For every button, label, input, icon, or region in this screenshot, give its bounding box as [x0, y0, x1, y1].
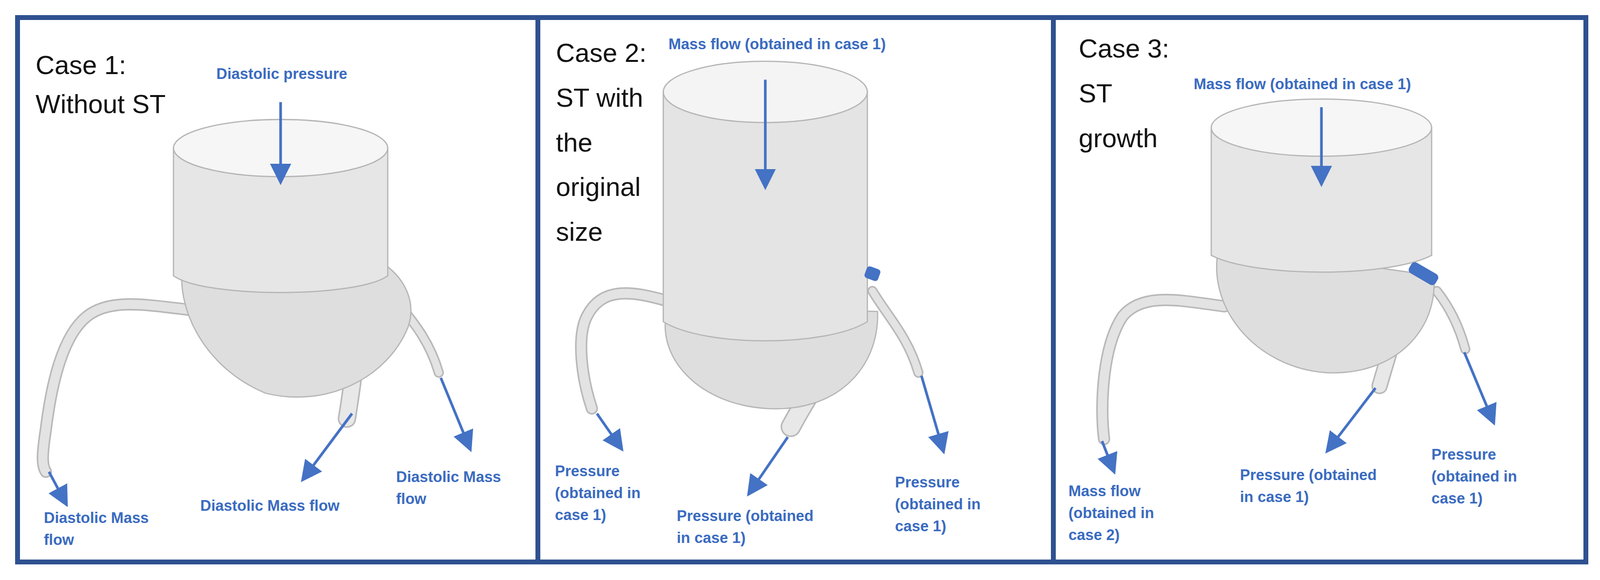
aortic-model	[42, 119, 439, 472]
boundary-label: Diastolic pressure	[216, 63, 348, 86]
case-panel: Case 2: ST with the original size	[535, 15, 1056, 565]
boundary-label: Mass flow (obtained in case 2)	[1068, 480, 1166, 547]
boundary-label: Pressure (obtained in case 1)	[554, 460, 653, 527]
boundary-label: Pressure (obtained in case 1)	[895, 471, 993, 538]
boundary-label: Mass flow (obtained in case 1)	[668, 33, 886, 56]
boundary-label: Diastolic Mass flow	[43, 507, 161, 552]
case-heading: Case 2: ST with the original size	[555, 30, 668, 255]
case-heading: Case 3: ST growth	[1078, 26, 1184, 161]
boundary-label: Mass flow (obtained in case 1)	[1193, 73, 1411, 96]
stent	[1407, 260, 1440, 287]
aortic-model	[581, 61, 919, 427]
leader-arrows	[49, 79, 1494, 502]
boundary-label: Diastolic Mass flow	[200, 495, 340, 517]
boundary-label: Pressure (obtained in case 1)	[1431, 443, 1529, 510]
stent	[863, 265, 882, 283]
case-heading: Case 1: Without ST	[35, 45, 182, 124]
boundary-label: Diastolic Mass flow	[396, 466, 514, 511]
boundary-label: Pressure (obtained in case 1)	[1239, 464, 1384, 509]
boundary-label: Pressure (obtained in case 1)	[676, 505, 821, 550]
